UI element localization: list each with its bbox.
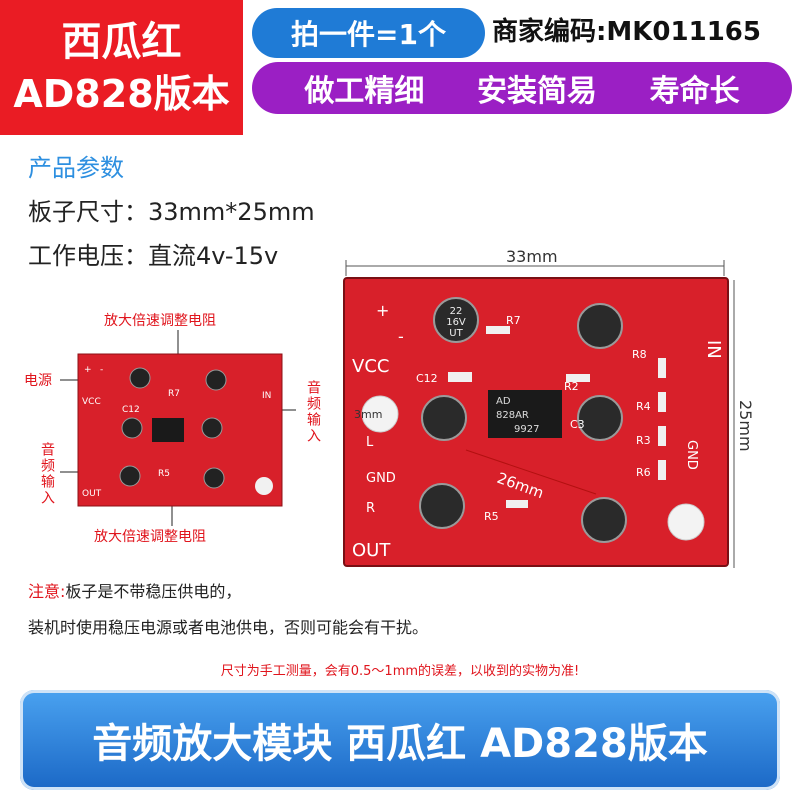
silk-r3: R3 (636, 434, 651, 447)
feature-item: 寿命长 (649, 74, 740, 109)
resistor (658, 358, 666, 378)
mount-hole (255, 477, 273, 495)
span-line (465, 449, 597, 495)
silk-l: L (366, 435, 374, 450)
annotated-board-diagram: 放大倍速调整电阻 电源 音频输入 音频输入 放大倍速调整电阻 + - VCC O… (0, 300, 330, 580)
merchant-code: 商家编码:MK011165 (492, 17, 761, 47)
silk-out: OUT (82, 489, 102, 499)
chip-label-2: 828AR (496, 410, 529, 421)
silk-in: IN (262, 391, 271, 401)
annotation-audio-input-left: 音频输入 (39, 442, 55, 506)
silk-c12: C12 (122, 405, 140, 415)
resistor (658, 392, 666, 412)
cap-label-3: UT (449, 328, 463, 339)
size-label: 板子尺寸： (28, 198, 148, 226)
capacitor (201, 417, 223, 439)
capacitor (581, 497, 627, 543)
annotation-gain-resistor-top: 放大倍速调整电阻 (104, 313, 216, 329)
capacitor (419, 483, 465, 529)
note-label: 注意: (28, 582, 66, 601)
silk-gnd: GND (366, 471, 396, 486)
capacitor (577, 395, 623, 441)
silk-r6: R6 (636, 466, 651, 479)
ad828-chip (488, 390, 562, 438)
capacitor (119, 465, 141, 487)
param-voltage: 工作电压：直流4v-15v (28, 236, 278, 271)
silk-plus: + (376, 301, 389, 320)
capacitor (121, 417, 143, 439)
silk-in: IN (703, 340, 724, 359)
mount-hole-right (667, 503, 705, 541)
annotation-power: 电源 (24, 373, 52, 389)
silk-plus: + (84, 365, 92, 375)
capacitor (577, 303, 623, 349)
capacitor (205, 369, 227, 391)
resistor (658, 426, 666, 446)
param-size: 板子尺寸：33mm*25mm (28, 192, 315, 227)
badge-line2: AD828版本 (13, 71, 230, 116)
product-title-banner: 音频放大模块 西瓜红 AD828版本 (20, 690, 780, 790)
capacitor (433, 297, 479, 343)
note-text-1: 板子是不带稳压供电的， (65, 582, 242, 601)
silk-out: OUT (352, 540, 391, 561)
dim-height-label: 25mm (736, 400, 755, 452)
voltage-label: 工作电压： (28, 242, 148, 270)
features-pill: 做工精细 安装简易 寿命长 (252, 62, 792, 114)
silk-minus: - (398, 327, 404, 346)
resistor (566, 374, 590, 382)
silk-r4: R4 (636, 400, 651, 413)
silk-vcc: VCC (82, 397, 101, 407)
resistor (506, 500, 528, 508)
silk-r5: R5 (158, 469, 170, 479)
silk-r: R (366, 501, 375, 516)
chip (152, 418, 184, 442)
silk-c3: C3 (570, 418, 585, 431)
cap-c12 (448, 372, 472, 382)
quantity-pill: 拍一件=1个 (252, 8, 485, 58)
capacitor (421, 395, 467, 441)
capacitor (203, 467, 225, 489)
silk-vcc: VCC (352, 356, 389, 377)
cap-label-2: 16V (446, 317, 466, 328)
resistor (486, 326, 510, 334)
silk-r7: R7 (506, 314, 521, 327)
chip-label-1: AD (496, 396, 511, 407)
silk-minus: - (100, 365, 103, 375)
measurement-disclaimer: 尺寸为手工测量，会有0.5～1mm的误差，以收到的实物为准! (220, 664, 580, 679)
silk-r5: R5 (484, 510, 499, 523)
small-pcb-svg: + - VCC OUT C12 R7 R5 IN (60, 330, 296, 526)
version-badge: 西瓜红 AD828版本 (0, 0, 243, 135)
silk-c12: C12 (416, 372, 438, 385)
note-line1: 注意:板子是不带稳压供电的， (28, 578, 241, 602)
badge-line1: 西瓜红 (61, 18, 182, 65)
note-line2: 装机时使用稳压电源或者电池供电，否则可能会有干扰。 (28, 618, 429, 637)
voltage-value: 直流4v-15v (148, 242, 279, 270)
chip-label-3: 9927 (514, 424, 539, 435)
params-title: 产品参数 (28, 154, 124, 182)
silk-r7: R7 (168, 389, 180, 399)
silk-right-labels: GND (684, 440, 699, 470)
size-value: 33mm*25mm (148, 198, 315, 226)
resistor (658, 460, 666, 480)
large-board-diagram: 33mm 25mm 3mm 26mm AD 828AR 9927 22 16V … (343, 250, 755, 568)
silk-r2: R2 (564, 380, 579, 393)
dim-width-label: 33mm (506, 250, 558, 266)
feature-item: 安装简易 (476, 74, 597, 109)
dim-hole-label: 3mm (354, 408, 382, 421)
cap-label-1: 22 (450, 306, 463, 317)
capacitor (129, 367, 151, 389)
annotation-audio-input-right: 音频输入 (305, 380, 321, 444)
mount-hole-left (361, 395, 399, 433)
annotation-gain-resistor-bottom: 放大倍速调整电阻 (94, 529, 206, 545)
feature-item: 做工精细 (304, 74, 425, 109)
silk-r8: R8 (632, 348, 647, 361)
